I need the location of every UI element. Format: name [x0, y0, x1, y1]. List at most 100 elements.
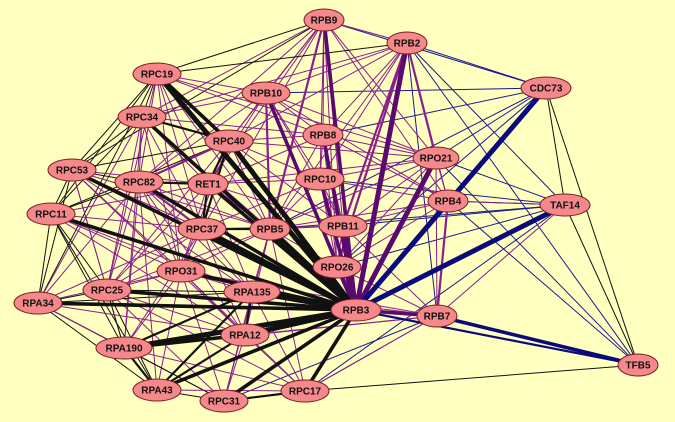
edge-rpo21-tfb5 — [435, 157, 639, 366]
edge-rpb10-rpo21 — [265, 92, 437, 159]
edge-rpb9-rpc19 — [156, 19, 325, 75]
node-rpb5[interactable]: RPB5 — [249, 217, 291, 241]
node-ellipse — [13, 291, 63, 315]
node-rpb8[interactable]: RPB8 — [302, 123, 344, 147]
edge-rpc53-rpa34 — [37, 169, 73, 304]
edge-rpc40-rpo21 — [228, 140, 437, 159]
edge-rpb4-rpo26 — [336, 200, 449, 268]
node-rpb4[interactable]: RPB4 — [427, 189, 469, 213]
edge-rpb2-rpc10 — [319, 42, 408, 180]
node-rpa135[interactable]: RPA135 — [223, 280, 281, 304]
node-ellipse — [177, 217, 227, 241]
edge-rpb3-tfb5 — [354, 308, 640, 367]
edge-rpc11-rpo31 — [50, 213, 182, 272]
edge-rpa34-rpa12 — [37, 302, 246, 336]
edge-rpb9-rpc10 — [319, 19, 325, 180]
node-rpb7[interactable]: RPB7 — [416, 304, 458, 328]
node-rpb11[interactable]: RPB11 — [318, 214, 368, 238]
node-ellipse — [318, 214, 368, 238]
node-rpb2[interactable]: RPB2 — [386, 31, 428, 55]
edge-rpb3-rpc11 — [49, 212, 358, 312]
node-rpc10[interactable]: RPC10 — [295, 167, 345, 191]
node-ellipse — [386, 31, 428, 55]
node-cdc73[interactable]: CDC73 — [520, 76, 572, 100]
edge-rpa135-rpc31 — [223, 291, 253, 402]
node-ellipse — [249, 217, 291, 241]
node-ellipse — [47, 158, 97, 182]
edge-ret1-rpc25 — [106, 183, 209, 291]
edge-rpa135-rpa34 — [37, 291, 253, 304]
node-ellipse — [132, 378, 182, 402]
edge-rpb3-rpb2 — [353, 40, 410, 313]
edge-rpb2-rpc34 — [141, 42, 408, 118]
node-rpc31[interactable]: RPC31 — [199, 389, 249, 413]
edge-rpc82-rpo31 — [138, 181, 182, 272]
edge-rpb9-rpc34 — [141, 19, 325, 118]
node-ellipse — [132, 62, 182, 86]
edge-rpb2-taf14 — [406, 42, 566, 206]
edge-rpb9-rpc53 — [71, 19, 325, 171]
edge-rpc11-rpc37 — [50, 213, 203, 230]
edge-rpb2-rpc19 — [156, 42, 408, 75]
node-rpa34[interactable]: RPA34 — [13, 291, 63, 315]
edge-rpc19-rpb8 — [156, 73, 324, 136]
edge-rpc17-tfb5 — [304, 364, 639, 392]
node-ellipse — [223, 280, 281, 304]
edge-cdc73-taf14 — [545, 87, 566, 206]
node-rpc53[interactable]: RPC53 — [47, 158, 97, 182]
node-ellipse — [95, 336, 153, 360]
node-ellipse — [241, 81, 291, 105]
edge-rpb3-taf14 — [353, 202, 568, 313]
edge-rpa190-rpc17 — [123, 347, 306, 392]
edge-rpb10-rpc82 — [138, 92, 267, 183]
edge-rpo21-taf14 — [435, 157, 566, 206]
node-rpc25[interactable]: RPC25 — [82, 278, 132, 302]
node-taf14[interactable]: TAF14 — [539, 193, 591, 217]
node-ellipse — [114, 170, 164, 194]
edge-rpo31-rpa190 — [123, 270, 182, 349]
node-rpa43[interactable]: RPA43 — [132, 378, 182, 402]
edge-rpb4-rpb7 — [435, 199, 450, 318]
node-rpa12[interactable]: RPA12 — [220, 323, 270, 347]
edge-rpb3-rpc37 — [199, 226, 359, 313]
node-rpc34[interactable]: RPC34 — [117, 105, 167, 129]
edge-rpc19-rpc53 — [71, 73, 158, 171]
edge-rpc34-rpb8 — [141, 116, 324, 136]
edge-rpo21-cdc73 — [435, 87, 547, 159]
node-ret1[interactable]: RET1 — [187, 172, 229, 196]
edge-rpc19-rpo31 — [156, 73, 182, 272]
edge-rpc11-rpa34 — [37, 213, 52, 304]
node-rpb3[interactable]: RPB3 — [330, 298, 382, 322]
node-rpo31[interactable]: RPO31 — [156, 259, 206, 283]
edge-rpc82-rpa34 — [37, 181, 140, 304]
edge-rpb8-ret1 — [207, 134, 324, 185]
node-tfb5[interactable]: TFB5 — [617, 353, 659, 377]
edge-rpb3-rpo21 — [353, 155, 439, 313]
edge-rpc34-rpc25 — [106, 116, 143, 291]
edge-rpb7-tfb5 — [435, 314, 640, 367]
edge-rpc40-rpc53 — [71, 140, 230, 171]
edge-rpo21-rpo26 — [336, 157, 437, 268]
node-rpc40[interactable]: RPC40 — [204, 129, 254, 153]
node-ellipse — [117, 105, 167, 129]
node-rpb9[interactable]: RPB9 — [303, 8, 345, 32]
node-ellipse — [427, 189, 469, 213]
node-rpc82[interactable]: RPC82 — [114, 170, 164, 194]
node-rpc19[interactable]: RPC19 — [132, 62, 182, 86]
node-ellipse — [312, 255, 362, 279]
edge-rpb2-rpc40 — [228, 42, 408, 142]
node-rpc17[interactable]: RPC17 — [280, 379, 330, 403]
node-rpc37[interactable]: RPC37 — [177, 217, 227, 241]
node-ellipse — [199, 389, 249, 413]
edge-rpb2-rpb10 — [265, 42, 408, 94]
edge-rpc17-taf14 — [304, 204, 566, 392]
node-rpo26[interactable]: RPO26 — [312, 255, 362, 279]
node-rpo21[interactable]: RPO21 — [412, 146, 460, 170]
node-rpa190[interactable]: RPA190 — [95, 336, 153, 360]
node-rpb10[interactable]: RPB10 — [241, 81, 291, 105]
edge-rpb3-rpc31 — [222, 308, 358, 403]
node-rpc11[interactable]: RPC11 — [26, 202, 76, 226]
